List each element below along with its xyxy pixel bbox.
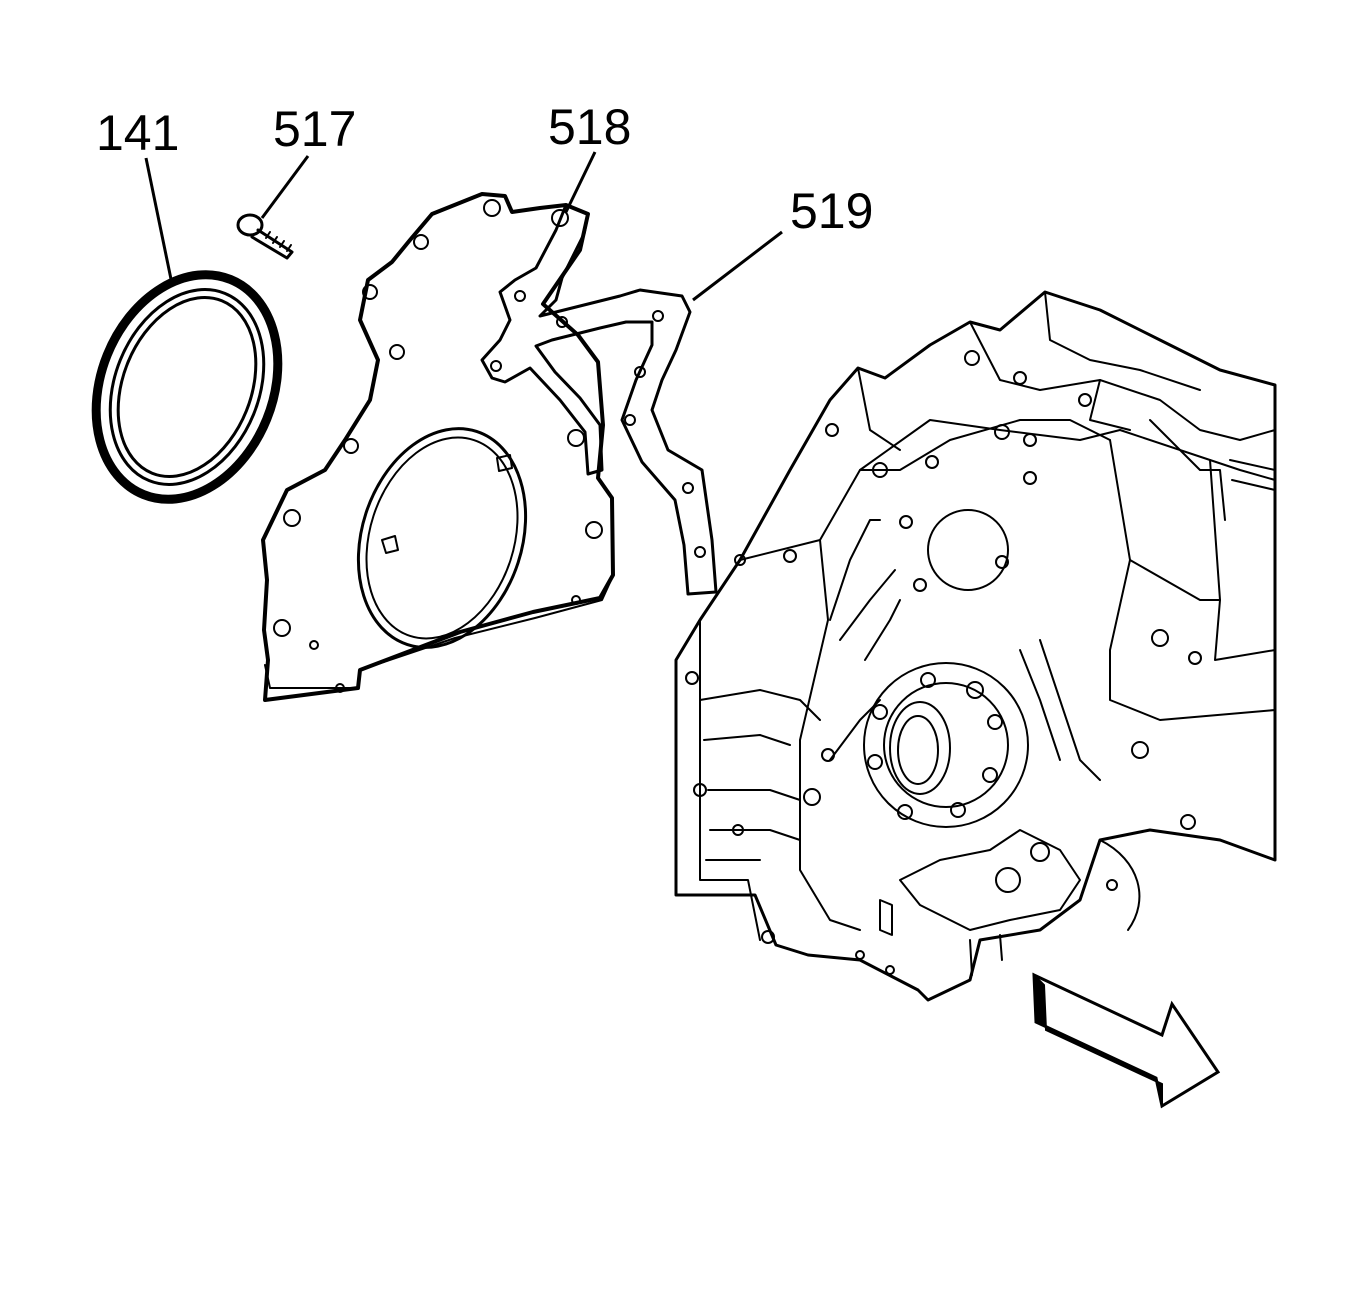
callout-519-label: 519 [790,183,873,239]
engine-block [674,290,1277,1002]
rear-cover-gasket [480,203,718,596]
leader-519 [692,230,783,302]
callout-141-label: 141 [96,105,179,161]
cover-bolt [236,213,294,260]
rear-crankshaft-seal [91,270,283,504]
leader-141 [144,157,174,285]
leader-517 [260,155,310,219]
engine-rear-cover [261,192,615,702]
front-arrow-icon [1032,972,1221,1109]
callout-518-label: 518 [548,99,631,155]
leader-518 [564,151,597,213]
callout-517-label: 517 [273,101,356,157]
